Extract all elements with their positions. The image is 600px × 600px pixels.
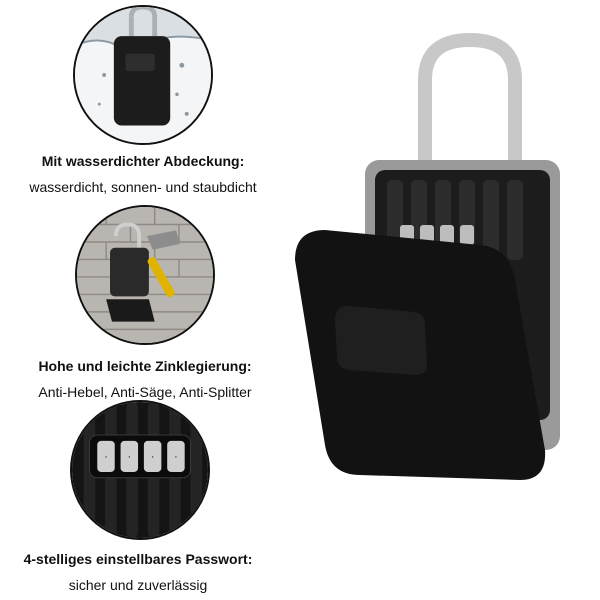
svg-text:·: ·: [104, 452, 107, 463]
feature-description: Anti-Hebel, Anti-Säge, Anti-Splitter: [38, 384, 252, 400]
svg-text:·: ·: [174, 452, 177, 463]
feature-description: sicher und zuverlässig: [68, 577, 208, 593]
feature-caption-passcode: 4-stelliges einstellbares Passwort: sich…: [0, 550, 288, 594]
feature-title: Hohe und leichte Zinklegierung:: [38, 358, 252, 374]
key-lockbox-product-image: [275, 20, 575, 500]
feature-caption-waterproof: Mit wasserdichter Abdeckung: wasserdicht…: [0, 152, 293, 196]
hammer-brick-wall-icon: [75, 205, 215, 345]
svg-text:·: ·: [128, 452, 131, 463]
shackle-icon: [418, 32, 522, 177]
feature-title: 4-stelliges einstellbares Passwort:: [23, 551, 253, 567]
svg-text:·: ·: [151, 452, 154, 463]
waterproof-lockbox-icon: [73, 5, 213, 145]
combination-dial-icon: · · · ·: [70, 400, 210, 540]
feature-caption-zinc-alloy: Hohe und leichte Zinklegierung: Anti-Heb…: [0, 357, 295, 401]
feature-description: wasserdicht, sonnen- und staubdicht: [29, 179, 257, 195]
feature-title: Mit wasserdichter Abdeckung:: [41, 153, 245, 169]
